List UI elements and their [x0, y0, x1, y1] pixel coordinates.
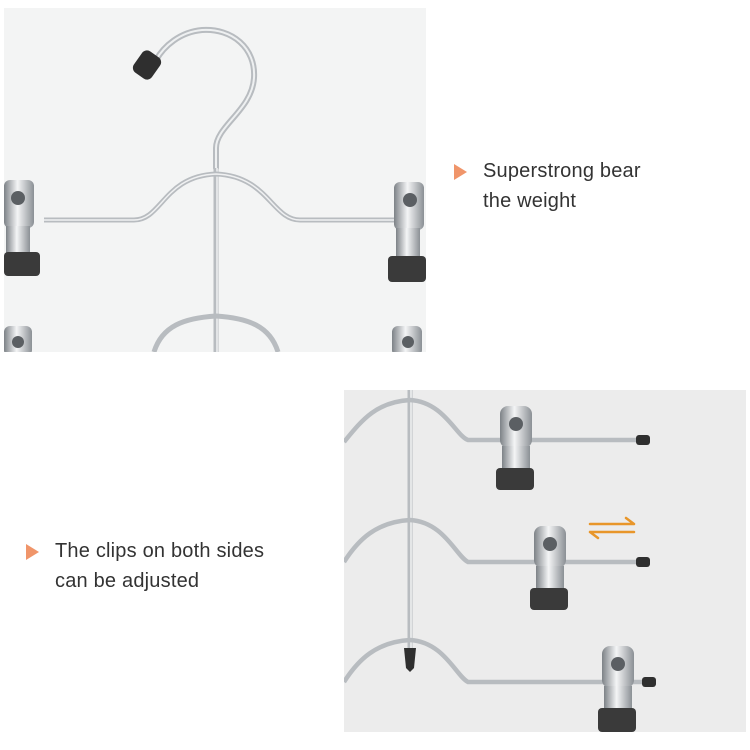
adjust-arrows-icon [588, 516, 636, 540]
tier-wire-3 [344, 637, 644, 685]
right-clip [388, 182, 426, 282]
caption-line: can be adjusted [55, 570, 200, 592]
clip-tier-3 [598, 646, 636, 732]
hanger-hook [153, 26, 258, 171]
tier-wire-1 [44, 171, 396, 223]
clip-tier-2 [530, 526, 568, 610]
caption-line: the weight [483, 190, 577, 212]
orange-triangle-bullet-icon [26, 544, 39, 560]
caption-adjustable: The clips on both sides can be adjusted [26, 536, 264, 596]
hanger-clips-photo [344, 390, 746, 732]
hook-tip-cap [132, 50, 162, 80]
tier-wire-2 [344, 517, 638, 565]
caption-line: The clips on both sides [55, 540, 265, 562]
caption-line: Superstrong bear [483, 160, 641, 182]
left-clip [4, 180, 40, 276]
clip-tier-1 [496, 406, 534, 490]
orange-triangle-bullet-icon [454, 164, 467, 180]
caption-strength: Superstrong bear the weight [454, 156, 641, 216]
hanger-top-photo [4, 8, 426, 352]
tier-wire-1 [344, 397, 638, 444]
